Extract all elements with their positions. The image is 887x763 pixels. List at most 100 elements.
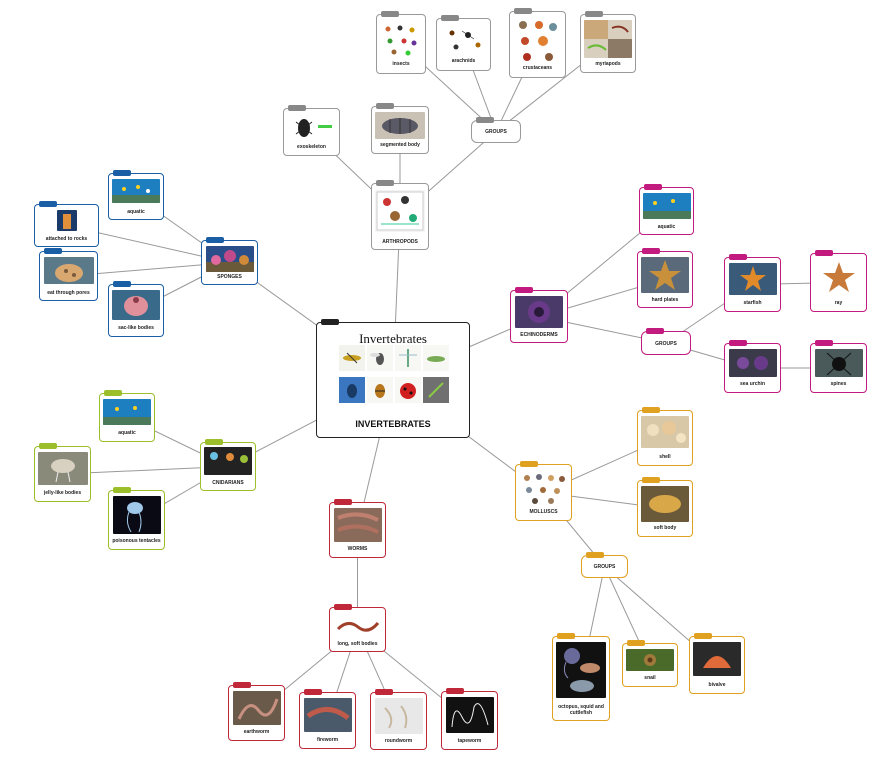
node-arthropods[interactable]: ARTHROPODS xyxy=(371,180,429,250)
worm-icon xyxy=(445,697,494,733)
slug-icon xyxy=(641,486,689,522)
node-label: soft body xyxy=(653,525,677,531)
node-octopus-squid-cuttlefish[interactable]: octopus, squid and cuttlefish xyxy=(552,633,610,721)
node-hard-plates[interactable]: hard plates xyxy=(637,248,693,308)
root-node-invertebrates[interactable]: Invertebrates INVERTEBRATES xyxy=(316,319,470,438)
node-label: GROUPS xyxy=(655,341,677,347)
node-label: fireworm xyxy=(316,737,339,743)
fly-icon xyxy=(367,345,393,371)
node-arachnids[interactable]: arachnids xyxy=(436,15,491,71)
node-attached-to-rocks[interactable]: attached to rocks xyxy=(34,201,99,247)
node-tag xyxy=(446,688,464,694)
urchin-icon xyxy=(814,349,863,377)
node-label: aquatic xyxy=(657,224,676,230)
node-ray[interactable]: ray xyxy=(810,250,867,312)
node-soft-body[interactable]: soft body xyxy=(637,477,693,537)
sponge-icon xyxy=(56,210,77,231)
node-tag xyxy=(206,237,224,243)
node-tag xyxy=(644,184,662,190)
node-tag xyxy=(44,248,62,254)
mantis-icon xyxy=(423,377,449,403)
node-fireworm[interactable]: fireworm xyxy=(299,689,356,749)
node-echinoderms[interactable]: ECHINODERMS xyxy=(510,287,568,343)
node-label: MOLLUSCS xyxy=(529,509,558,515)
node-tag xyxy=(113,487,131,493)
node-sea-urchin[interactable]: sea urchin xyxy=(724,340,781,393)
node-label: insects xyxy=(392,61,410,67)
node-tag xyxy=(104,390,122,396)
node-label: eat through pores xyxy=(47,290,90,296)
node-label: GROUPS xyxy=(593,564,616,570)
node-exoskeleton[interactable]: exoskeleton xyxy=(283,105,340,156)
node-tag xyxy=(586,552,604,558)
node-label: ARTHROPODS xyxy=(382,239,418,245)
worm-icon xyxy=(303,698,352,732)
grasshopper-icon xyxy=(423,345,449,371)
node-earthworm[interactable]: earthworm xyxy=(228,682,285,741)
wasp-icon xyxy=(339,345,365,371)
node-starfish[interactable]: starfish xyxy=(724,254,781,312)
node-myriapods[interactable]: myriapods xyxy=(580,11,636,73)
node-tag xyxy=(334,499,352,505)
dragonfly-icon xyxy=(395,345,421,371)
node-tag xyxy=(642,407,660,413)
insect-collage xyxy=(339,345,449,407)
node-long-soft-bodies[interactable]: long, soft bodies xyxy=(329,604,386,652)
insects-icon xyxy=(380,21,422,59)
node-label: long, soft bodies xyxy=(337,641,378,647)
worm-icon xyxy=(232,691,281,725)
node-crustaceans[interactable]: crustaceans xyxy=(509,8,566,78)
node-poisonous-tentacles[interactable]: poisonous tentacles xyxy=(108,487,165,550)
node-label: sea urchin xyxy=(739,381,765,387)
node-jelly-like-bodies[interactable]: jelly-like bodies xyxy=(34,443,91,502)
node-label: shell xyxy=(659,454,671,460)
node-sac-like-bodies[interactable]: sac-like bodies xyxy=(108,281,164,337)
reef-icon xyxy=(112,179,160,203)
beetle-icon xyxy=(339,377,365,403)
node-roundworm[interactable]: roundworm xyxy=(370,689,427,750)
node-label: WORMS xyxy=(347,546,368,552)
node-shell[interactable]: shell xyxy=(637,407,693,466)
node-eat-through-pores[interactable]: eat through pores xyxy=(39,248,98,301)
node-sponges[interactable]: SPONGES xyxy=(201,237,258,285)
node-arthropod-groups[interactable]: GROUPS xyxy=(471,117,521,143)
node-tag xyxy=(233,682,251,688)
urchin-icon xyxy=(728,349,777,377)
clam-icon xyxy=(693,642,741,676)
node-snail[interactable]: snail xyxy=(622,640,678,687)
node-tag xyxy=(321,319,339,325)
node-label: arachnids xyxy=(451,58,476,64)
node-bivalve[interactable]: bivalve xyxy=(689,633,745,694)
node-spines[interactable]: spines xyxy=(810,340,867,393)
node-tag xyxy=(39,201,57,207)
node-worms[interactable]: WORMS xyxy=(329,499,386,558)
node-molluscs[interactable]: MOLLUSCS xyxy=(515,461,572,521)
node-insects[interactable]: insects xyxy=(376,11,426,74)
node-label: ray xyxy=(834,300,843,306)
starfish-icon xyxy=(641,257,689,293)
node-tag xyxy=(288,105,306,111)
worms-icon xyxy=(333,508,382,542)
node-cnidarians-aquatic[interactable]: aquatic xyxy=(99,390,155,442)
node-tag xyxy=(642,248,660,254)
node-tag xyxy=(729,254,747,260)
node-label: crustaceans xyxy=(522,65,553,71)
starfish-icon xyxy=(814,259,863,295)
node-tag xyxy=(646,328,664,334)
node-label: segmented body xyxy=(380,142,420,148)
node-label: jelly-like bodies xyxy=(43,490,82,496)
node-sponges-aquatic[interactable]: aquatic xyxy=(108,170,164,220)
node-mollusc-groups[interactable]: GROUPS xyxy=(581,552,628,578)
node-echinoderm-groups[interactable]: GROUPS xyxy=(641,328,691,355)
node-tag xyxy=(627,640,645,646)
node-tapeworm[interactable]: tapeworm xyxy=(441,688,498,750)
node-segmented-body[interactable]: segmented body xyxy=(371,103,429,154)
sponge-icon xyxy=(205,246,254,272)
node-label: spines xyxy=(830,381,847,387)
node-cnidarians[interactable]: CNIDARIANS xyxy=(200,439,256,491)
node-echinoderms-aquatic[interactable]: aquatic xyxy=(639,184,694,235)
node-label: poisonous tentacles xyxy=(112,538,161,544)
crab-icon xyxy=(512,17,563,65)
node-label: sac-like bodies xyxy=(118,325,154,331)
